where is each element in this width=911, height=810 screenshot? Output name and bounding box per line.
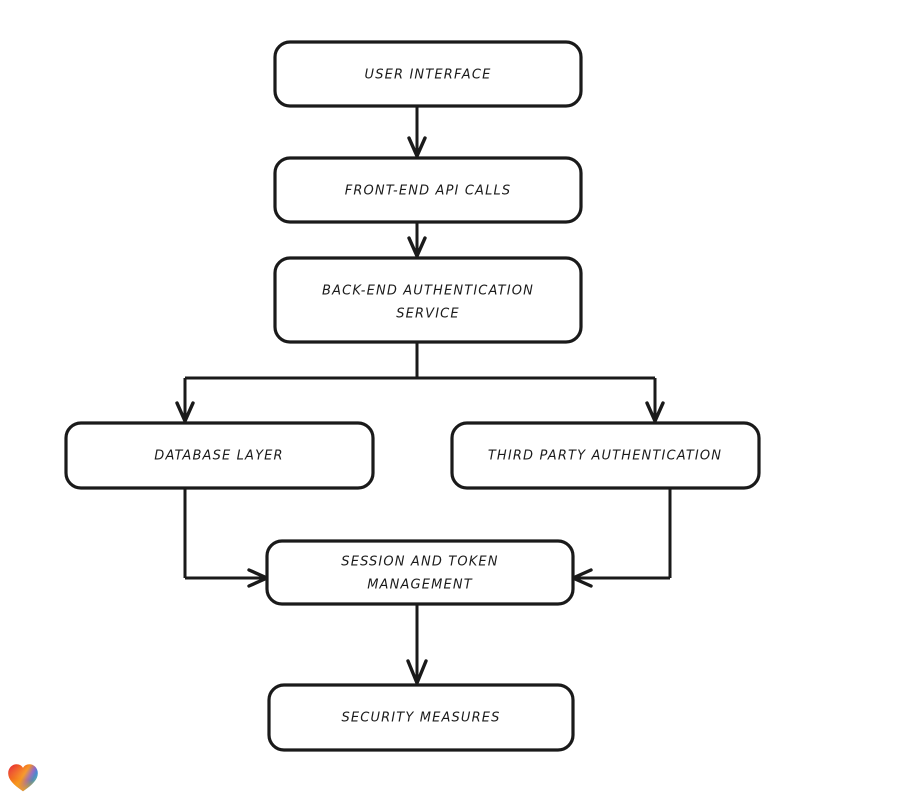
node-label-front-end-api-calls: FRONT-END API CALLS (345, 184, 512, 199)
node-session-and-token-management[interactable]: SESSION AND TOKEN MANAGEMENT (265, 539, 575, 606)
edge-third-party-authentication-to-session-and-token-management (571, 488, 672, 588)
edge-back-end-authentication-service-split (175, 342, 665, 423)
edge-database-layer-to-session-and-token-management (183, 488, 269, 588)
node-label-third-party-authentication: THIRD PARTY AUTHENTICATION (488, 449, 722, 464)
edge-session-and-token-management-to-security-measures (406, 604, 428, 685)
node-third-party-authentication[interactable]: THIRD PARTY AUTHENTICATION (450, 421, 761, 490)
node-label-security-measures: SECURITY MEASURES (341, 711, 500, 726)
node-label-database-layer: DATABASE LAYER (154, 449, 283, 464)
node-security-measures[interactable]: SECURITY MEASURES (267, 683, 575, 752)
node-user-interface[interactable]: USER INTERFACE (273, 40, 583, 108)
node-back-end-authentication-service[interactable]: BACK-END AUTHENTICATION SERVICE (273, 256, 583, 344)
node-label-session-and-token-management-line2: MANAGEMENT (367, 578, 473, 593)
node-label-back-end-authentication-service-line1: BACK-END AUTHENTICATION (322, 284, 534, 299)
node-front-end-api-calls[interactable]: FRONT-END API CALLS (273, 156, 583, 224)
node-label-back-end-authentication-service-line2: SERVICE (396, 307, 460, 322)
node-label-user-interface: USER INTERFACE (365, 68, 492, 83)
heart-icon (8, 764, 38, 792)
node-database-layer[interactable]: DATABASE LAYER (64, 421, 375, 490)
node-label-session-and-token-management-line1: SESSION AND TOKEN (341, 555, 498, 570)
edge-front-end-api-calls-to-back-end-authentication-service (407, 222, 427, 258)
edge-user-interface-to-front-end-api-calls (407, 106, 427, 158)
